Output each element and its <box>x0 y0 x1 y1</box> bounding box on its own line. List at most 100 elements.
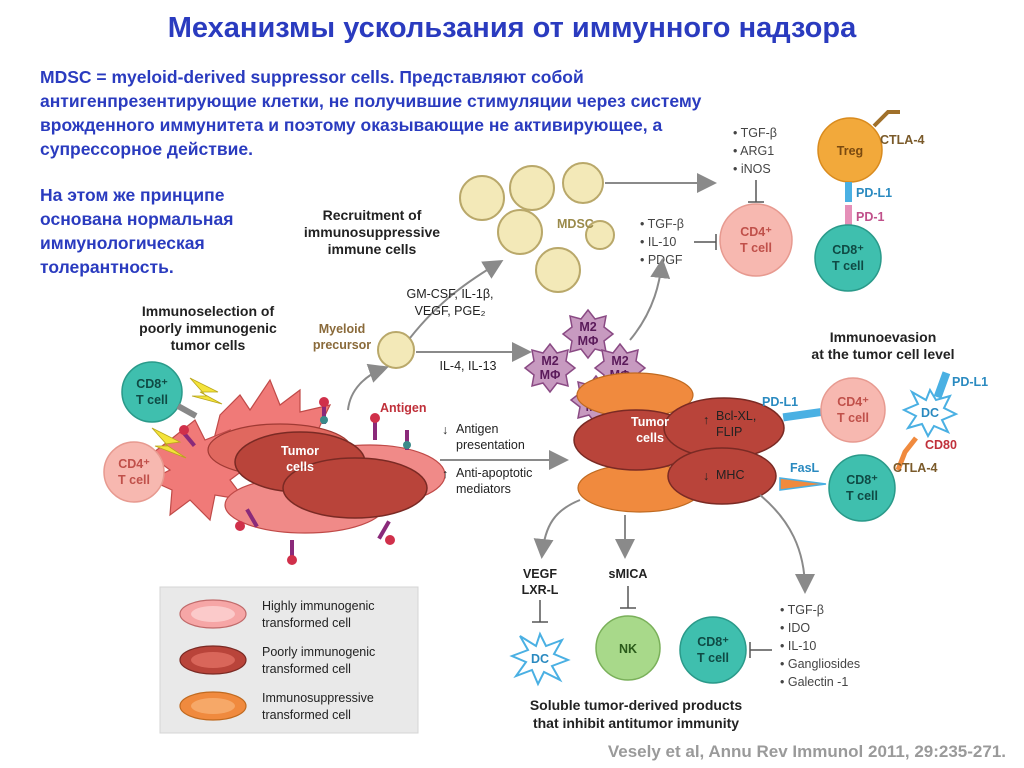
soluble-factor: • Galectin -1 <box>780 675 848 689</box>
vegf-label: VEGF <box>523 567 557 581</box>
m2-label: M2 <box>611 354 628 368</box>
left-tumor-cluster <box>148 378 446 534</box>
cd8-t-cell-left <box>121 361 183 423</box>
heading-immunoselection: tumor cells <box>171 337 246 353</box>
cell-label: T cell <box>832 259 864 273</box>
soluble-factor: • IDO <box>780 621 810 635</box>
cell-label: CD4⁺ <box>118 457 150 471</box>
citation: Vesely et al, Annu Rev Immunol 2011, 29:… <box>607 742 1006 761</box>
legend-label: transformed cell <box>262 616 351 630</box>
cd8-t-cell-bottom <box>679 616 747 684</box>
gmcsf-label: GM-CSF, IL-1β, <box>406 287 493 301</box>
dc-label: DC <box>531 652 549 666</box>
heading-immunoevasion: at the tumor cell level <box>811 346 954 362</box>
antigen-label: Antigen <box>380 401 427 415</box>
legend-label: transformed cell <box>262 708 351 722</box>
ctla4-label: CTLA-4 <box>880 133 924 147</box>
cell-label: CD4⁺ <box>740 225 772 239</box>
m2-label: M2 <box>541 354 558 368</box>
mdsc-cluster <box>459 162 615 293</box>
antigen-icon <box>179 397 411 565</box>
heading-recruitment: immune cells <box>328 241 417 257</box>
m2-label: M2 <box>579 320 596 334</box>
anti-apoptotic-label: mediators <box>456 482 511 496</box>
nk-cell <box>595 615 661 681</box>
mdsc-factor: • ARG1 <box>733 144 774 158</box>
mdsc-factor: • iNOS <box>733 162 771 176</box>
il4-label: IL-4, IL-13 <box>440 359 497 373</box>
right-tumor-cluster <box>573 372 785 513</box>
vegf-label: LXR-L <box>522 583 559 597</box>
cell-label: T cell <box>118 473 150 487</box>
ctla4-label: CTLA-4 <box>893 461 937 475</box>
cell-label: CD8⁺ <box>136 377 168 391</box>
myeloid-precursor-cell <box>377 331 415 369</box>
tumor-label: cells <box>286 460 314 474</box>
cell-label: T cell <box>740 241 772 255</box>
tumor-label: cells <box>636 431 664 445</box>
antigen-presentation-label: Antigen <box>456 422 498 436</box>
pdl1-label: PD-L1 <box>762 395 798 409</box>
cd8-t-cell-right <box>828 454 896 522</box>
treg-label: Treg <box>837 144 863 158</box>
gmcsf-label: VEGF, PGE₂ <box>415 304 486 318</box>
heading-immunoselection: poorly immunogenic <box>139 320 277 336</box>
tumor-label: Tumor <box>631 415 669 429</box>
soluble-factor: • IL-10 <box>780 639 816 653</box>
cd4-t-cell-left <box>103 441 165 503</box>
fasl-label: FasL <box>790 461 820 475</box>
antigen-presentation-label: presentation <box>456 438 525 452</box>
soluble-factor: • Gangliosides <box>780 657 860 671</box>
m2-label: MΦ <box>578 334 599 348</box>
heading-recruitment: Recruitment of <box>323 207 422 223</box>
arrow-down-icon: ↓ <box>442 423 448 437</box>
cd80-label: CD80 <box>925 438 957 452</box>
dc-cell-right <box>901 387 959 439</box>
myeloid-label: Myeloid <box>319 322 366 336</box>
cd4-t-cell-right <box>820 377 886 443</box>
mdsc-label: MDSC <box>557 217 594 231</box>
mhc-label: MHC <box>716 468 744 482</box>
pd1-label: PD-1 <box>856 210 885 224</box>
nk-label: NK <box>619 642 637 656</box>
heading-soluble: that inhibit antitumor immunity <box>533 715 739 731</box>
legend-label: Highly immunogenic <box>262 599 375 613</box>
m2-factor: • TGF-β <box>640 217 684 231</box>
legend-label: Immunosuppressive <box>262 691 374 705</box>
cell-label: T cell <box>697 651 729 665</box>
cell-label: T cell <box>136 393 168 407</box>
anti-apoptotic-label: Anti-apoptotic <box>456 466 532 480</box>
m2-factor: • IL-10 <box>640 235 676 249</box>
bcl-label: Bcl-XL, <box>716 409 756 423</box>
cd8-t-cell-treg <box>814 224 882 292</box>
m2-label: MΦ <box>540 368 561 382</box>
heading-immunoselection: Immunoselection of <box>142 303 275 319</box>
legend <box>159 586 419 734</box>
bcl-label: FLIP <box>716 425 742 439</box>
soluble-factor: • TGF-β <box>780 603 824 617</box>
smica-label: sMICA <box>609 567 648 581</box>
intro-text: MDSC = myeloid-derived suppressor cells.… <box>40 67 702 159</box>
heading-immunoevasion: Immunoevasion <box>830 329 937 345</box>
arrow-down-icon: ↓ <box>703 469 709 483</box>
legend-label: transformed cell <box>262 662 351 676</box>
cell-label: CD4⁺ <box>837 395 869 409</box>
legend-label: Poorly immunogenic <box>262 645 375 659</box>
myeloid-label: precursor <box>313 338 371 352</box>
cell-label: CD8⁺ <box>832 243 864 257</box>
cell-label: CD8⁺ <box>697 635 729 649</box>
dc-label: DC <box>921 406 939 420</box>
heading-soluble: Soluble tumor-derived products <box>530 697 743 713</box>
slide-title: Механизмы ускользания от иммунного надзо… <box>167 12 857 44</box>
cell-label: T cell <box>846 489 878 503</box>
cell-label: CD8⁺ <box>846 473 878 487</box>
arrow-up-icon: ↑ <box>442 467 448 481</box>
arrow-up-icon: ↑ <box>703 413 709 427</box>
tolerance-text: На этом же принципе основана нормальная … <box>40 185 234 277</box>
heading-recruitment: immunosuppressive <box>304 224 440 240</box>
cell-label: T cell <box>837 411 869 425</box>
cd4-t-cell-top <box>719 203 793 277</box>
pdl1-label: PD-L1 <box>952 375 988 389</box>
dc-cell-bottom <box>509 631 571 687</box>
